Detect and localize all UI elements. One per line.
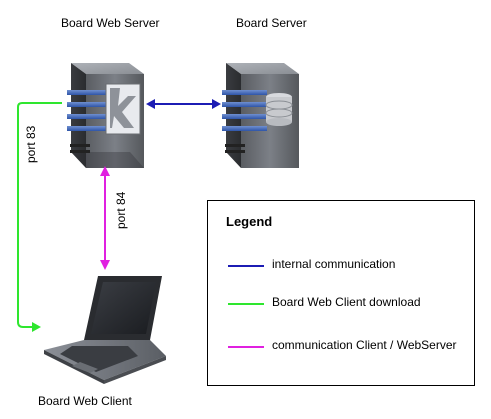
port-83-label: port 83 bbox=[24, 125, 38, 163]
legend-swatch-blue bbox=[228, 265, 264, 267]
legend-item-client-webserver: communication Client / WebServer bbox=[226, 338, 471, 354]
legend-swatch-magenta bbox=[228, 346, 264, 348]
internal-communication-link bbox=[146, 99, 221, 109]
legend-item-download: Board Web Client download bbox=[226, 295, 471, 311]
legend-label: communication Client / WebServer bbox=[272, 338, 457, 352]
board-server-label: Board Server bbox=[236, 16, 307, 30]
web-client-label: Board Web Client bbox=[38, 394, 132, 408]
legend-box: Legend internal communication Board Web … bbox=[207, 200, 475, 386]
laptop-icon bbox=[44, 276, 166, 384]
legend-label: Board Web Client download bbox=[272, 295, 421, 309]
client-download-link bbox=[17, 102, 62, 332]
legend-item-internal: internal communication bbox=[226, 257, 471, 273]
legend-label: internal communication bbox=[272, 257, 396, 271]
port-84-label: port 84 bbox=[114, 191, 128, 229]
web-server-icon bbox=[67, 63, 144, 168]
database-server-icon bbox=[222, 63, 299, 168]
web-server-label: Board Web Server bbox=[61, 16, 160, 30]
client-webserver-link bbox=[100, 166, 110, 270]
legend-title: Legend bbox=[226, 214, 273, 229]
legend-swatch-green bbox=[228, 303, 264, 305]
